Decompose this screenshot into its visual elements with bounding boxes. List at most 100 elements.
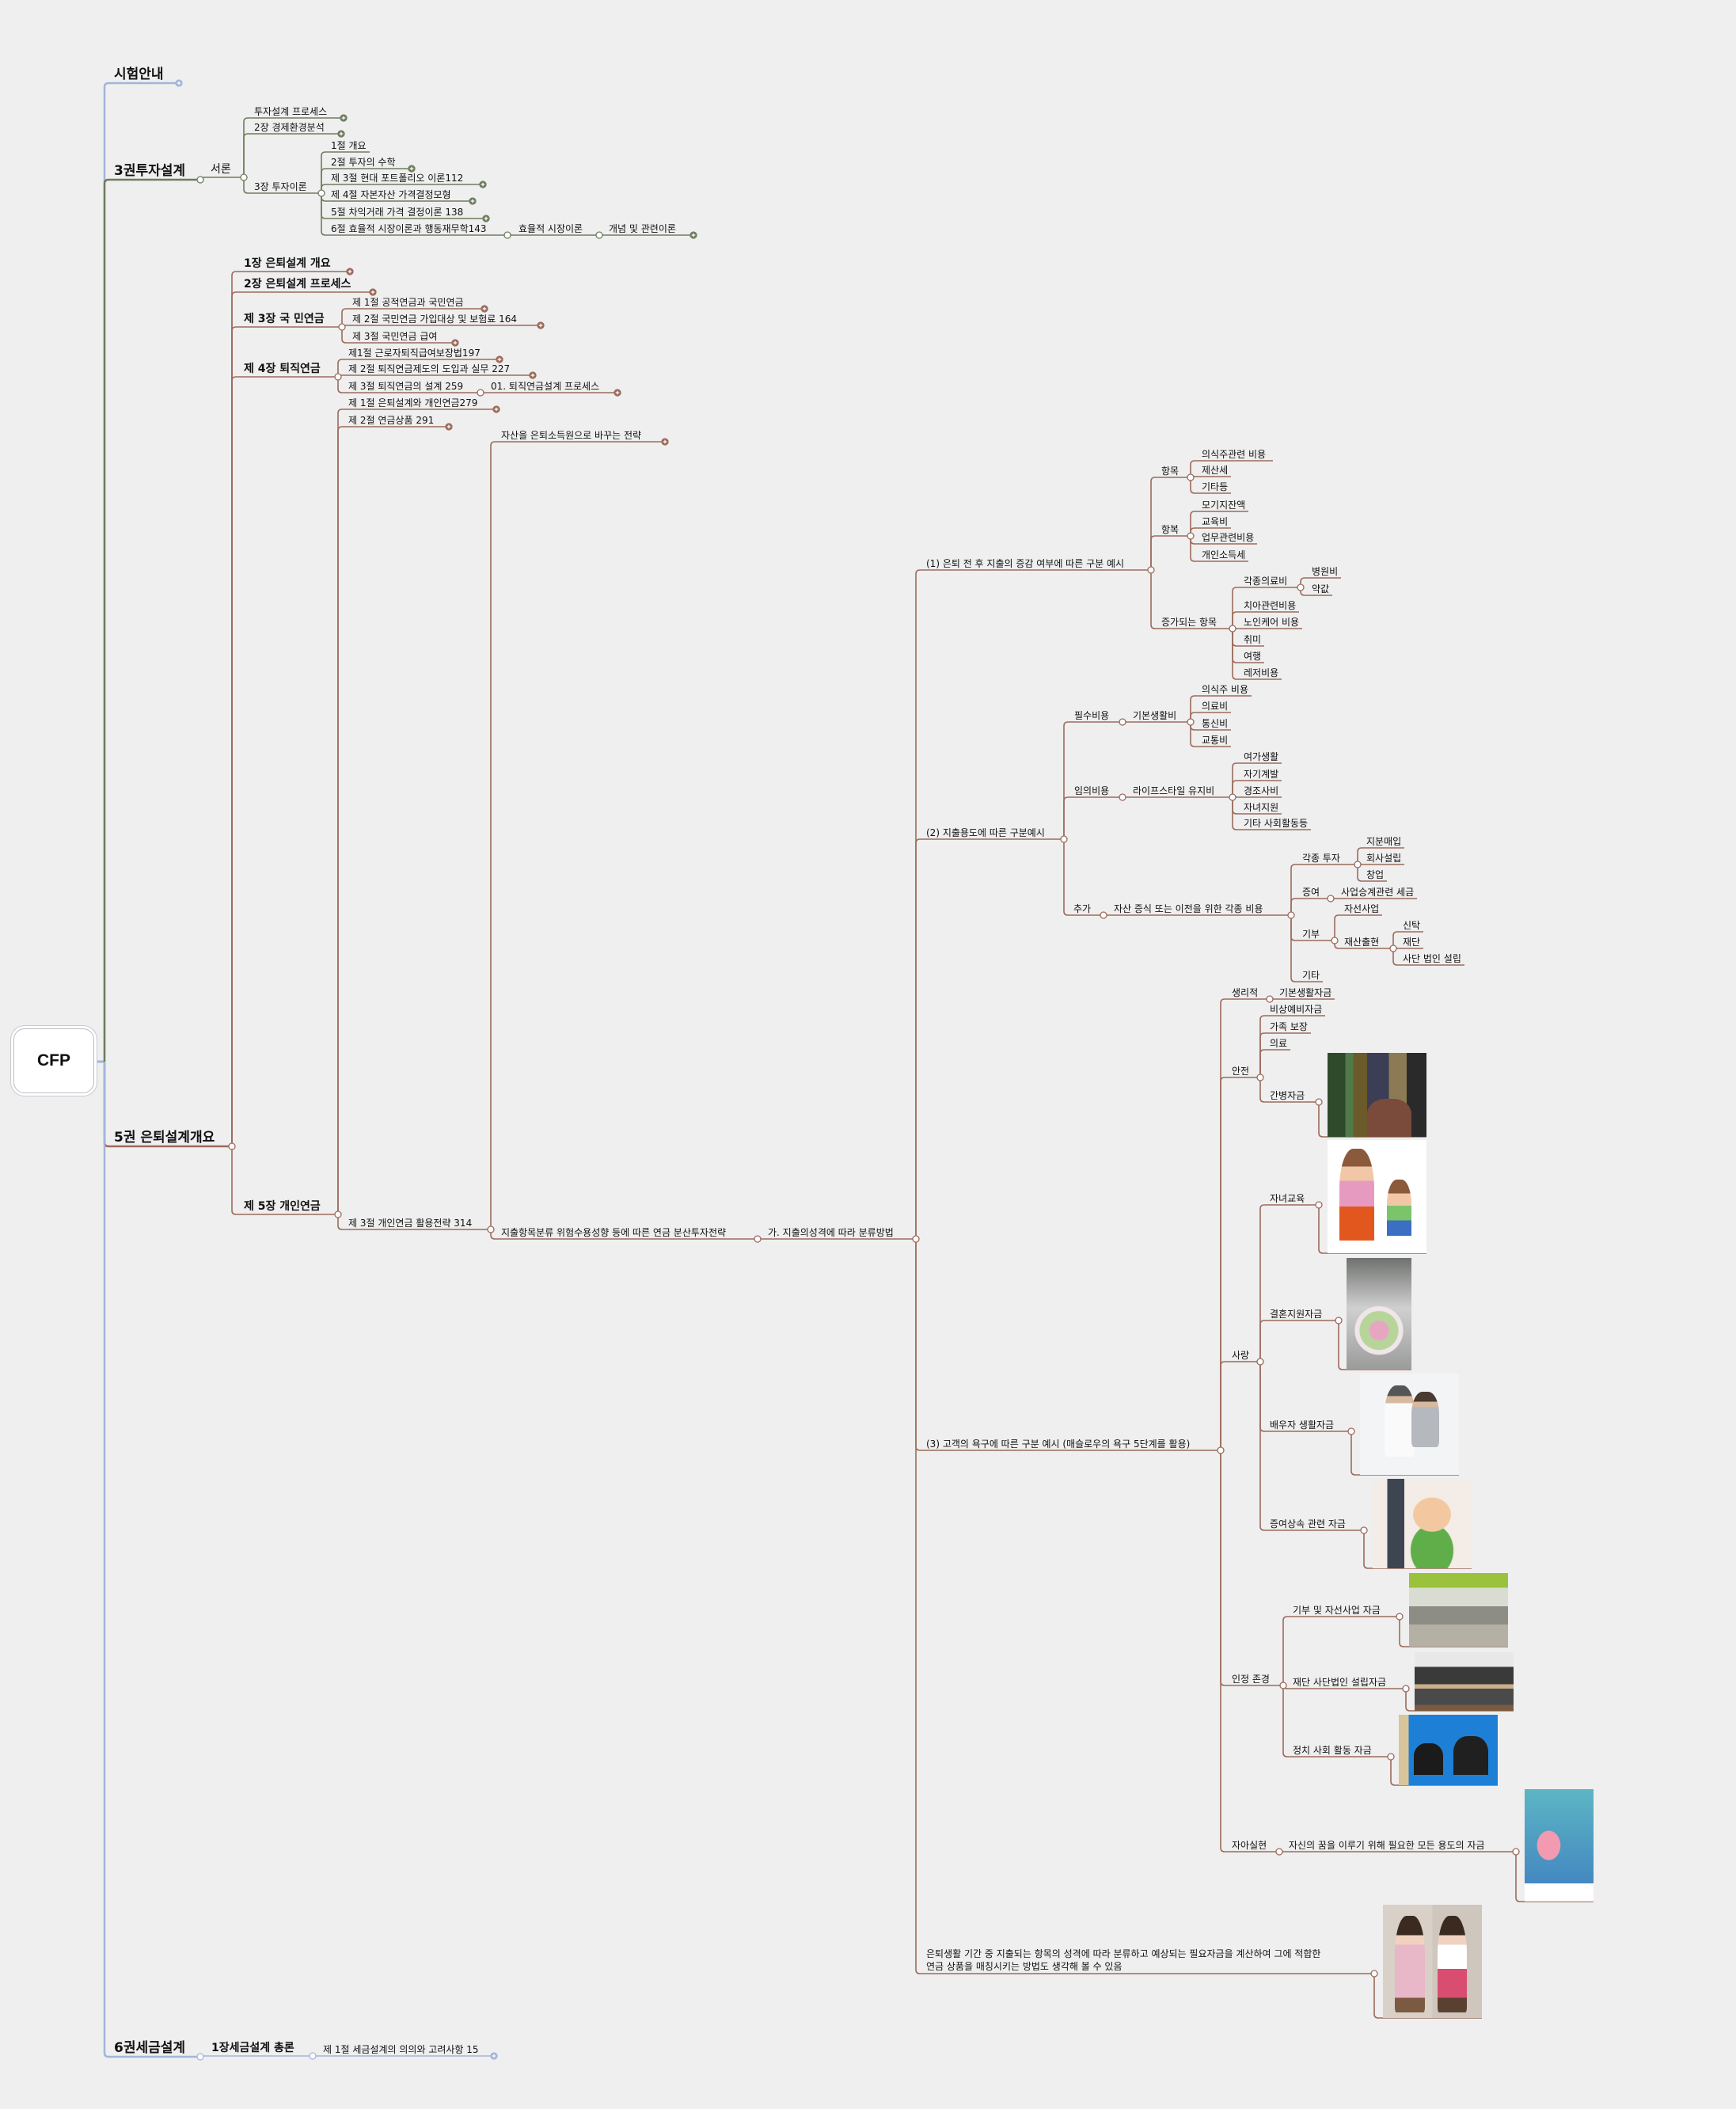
subtopic[interactable]: 자산을 은퇴소득원으로 바꾸는 전략 (501, 430, 642, 441)
chapter-topic[interactable]: 제 3장 국 민연금 (244, 313, 325, 325)
subtopic[interactable]: 지출항목분류 위험수용성향 등에 따른 연금 분산투자전략 (501, 1227, 727, 1238)
subtopic[interactable]: (3) 고객의 욕구에 따른 구분 예시 (매슬로우의 욕구 5단계를 활용) (926, 1438, 1191, 1450)
expand-plus-icon[interactable] (346, 268, 354, 276)
expand-plus-icon[interactable] (529, 371, 537, 379)
subtopic[interactable]: 제 3절 현대 포트폴리오 이론112 (331, 173, 464, 184)
subtopic[interactable]: 제 2절 퇴직연금제도의 도입과 실무 227 (348, 363, 511, 374)
subtopic[interactable]: 1절 개요 (331, 140, 367, 151)
subtopic[interactable]: 기본생활자금 (1279, 987, 1332, 998)
subtopic[interactable]: 치아관련비용 (1244, 600, 1297, 611)
subtopic[interactable]: 3장 투자이론 (254, 181, 307, 192)
subtopic[interactable]: 제 2절 연금상품 291 (348, 415, 435, 426)
subtopic[interactable]: 재산출현 (1344, 937, 1380, 948)
subtopic[interactable]: 병원비 (1312, 566, 1339, 577)
subtopic[interactable]: 가. 지출의성격에 따라 분류방법 (768, 1227, 894, 1238)
subtopic[interactable]: 업무관련비용 (1202, 532, 1255, 543)
subtopic[interactable]: 의료 (1270, 1038, 1288, 1049)
subtopic[interactable]: 통신비 (1202, 718, 1229, 729)
subtopic[interactable]: 약값 (1312, 583, 1330, 595)
subtopic[interactable]: 자기계발 (1244, 769, 1279, 780)
expand-plus-icon[interactable] (175, 79, 183, 87)
chapter-topic[interactable]: 제 4장 퇴직연금 (244, 363, 321, 375)
subtopic[interactable]: 각종의료비 (1244, 576, 1288, 587)
subtopic[interactable]: 인정 존경 (1232, 1674, 1270, 1685)
central-topic-cfp[interactable]: CFP (13, 1028, 94, 1093)
subtopic[interactable]: 항복 (1161, 524, 1179, 535)
expand-plus-icon[interactable] (451, 339, 459, 347)
subtopic[interactable]: 기타 사회활동등 (1244, 818, 1309, 829)
subtopic[interactable]: 제 3절 국민연금 급여 (352, 331, 438, 342)
expand-plus-icon[interactable] (408, 165, 416, 173)
subtopic[interactable]: 노인케어 비용 (1244, 617, 1300, 628)
subtopic[interactable]: 증여 (1302, 887, 1320, 898)
expand-plus-icon[interactable] (490, 2052, 498, 2060)
expand-plus-icon[interactable] (537, 321, 545, 329)
subtopic[interactable]: 여가생활 (1244, 751, 1279, 762)
subtopic[interactable]: 의료비 (1202, 701, 1229, 712)
subtopic[interactable]: 경조사비 (1244, 785, 1279, 796)
subtopic[interactable]: (1) 은퇴 전 후 지출의 증감 여부에 따른 구분 예시 (926, 558, 1125, 569)
subtopic[interactable]: 임의비용 (1074, 785, 1110, 796)
subtopic[interactable]: 가족 보장 (1270, 1021, 1308, 1032)
subtopic[interactable]: 2장 경제환경분석 (254, 122, 325, 133)
main-branch-topic[interactable]: 5권 은퇴설계개요 (114, 1130, 215, 1146)
subtopic[interactable]: 창업 (1366, 869, 1385, 880)
subtopic[interactable]: 5절 차익거래 가격 결정이론 138 (331, 207, 464, 218)
subtopic[interactable]: 정치 사회 활동 자금 (1293, 1745, 1372, 1756)
subtopic[interactable]: 항목 (1161, 466, 1179, 477)
subtopic[interactable]: 의식주 비용 (1202, 684, 1249, 695)
subtopic[interactable]: 재단 사단법인 설립자금 (1293, 1677, 1387, 1688)
subtopic[interactable]: 자선사업 (1344, 903, 1380, 914)
subtopic[interactable]: 취미 (1244, 634, 1262, 645)
subtopic[interactable]: 비상예비자금 (1270, 1004, 1323, 1015)
subtopic[interactable]: 사랑 (1232, 1350, 1250, 1361)
subtopic[interactable]: 자산 증식 또는 이전을 위한 각종 비용 (1114, 903, 1263, 914)
subtopic[interactable]: 기부 및 자선사업 자금 (1293, 1605, 1381, 1616)
subtopic[interactable]: 기부 (1302, 929, 1320, 940)
subtopic[interactable]: 의식주관련 비용 (1202, 449, 1267, 460)
subtopic[interactable]: (2) 지출용도에 따른 구분예시 (926, 827, 1045, 838)
subtopic[interactable]: 자신의 꿈을 이루기 위해 필요한 모든 용도의 자금 (1289, 1840, 1485, 1851)
subtopic[interactable]: 기본생활비 (1133, 710, 1177, 721)
expand-plus-icon[interactable] (481, 305, 488, 313)
expand-plus-icon[interactable] (337, 130, 345, 138)
chapter-topic[interactable]: 1장 은퇴설계 개요 (244, 257, 331, 270)
subtopic[interactable]: 2절 투자의 수학 (331, 157, 396, 168)
expand-plus-icon[interactable] (445, 423, 453, 431)
subtopic[interactable]: 제 2절 국민연금 가입대상 및 보험료 164 (352, 314, 517, 325)
subtopic[interactable]: 필수비용 (1074, 710, 1110, 721)
subtopic[interactable]: 효율적 시장이론 (519, 223, 583, 234)
subtopic[interactable]: 회사설립 (1366, 853, 1402, 864)
main-branch-topic[interactable]: 6권세금설계 (114, 2040, 186, 2056)
subtopic[interactable]: 신탁 (1403, 920, 1421, 931)
subtopic[interactable]: 서론 (211, 163, 231, 176)
subtopic[interactable]: 제 3절 퇴직연금의 설계 259 (348, 381, 464, 392)
subtopic[interactable]: 사업승계관련 세금 (1341, 887, 1415, 898)
subtopic[interactable]: 자녀교육 (1270, 1193, 1305, 1204)
subtopic[interactable]: 자아실현 (1232, 1840, 1267, 1851)
subtopic[interactable]: 증여상속 관련 자금 (1270, 1518, 1346, 1530)
expand-plus-icon[interactable] (496, 355, 503, 363)
subtopic[interactable]: 기타등 (1202, 481, 1229, 492)
subtopic[interactable]: 모기지잔액 (1202, 500, 1246, 511)
subtopic[interactable]: 레저비용 (1244, 667, 1279, 678)
subtopic[interactable]: 제 1절 은퇴설계와 개인연금279 (348, 397, 478, 408)
subtopic[interactable]: 간병자금 (1270, 1090, 1305, 1101)
subtopic[interactable]: 기타 (1302, 970, 1320, 981)
subtopic[interactable]: 교육비 (1202, 516, 1229, 527)
expand-plus-icon[interactable] (340, 114, 348, 122)
chapter-topic[interactable]: 제 5장 개인연금 (244, 1200, 321, 1213)
subtopic[interactable]: 증가되는 항목 (1161, 617, 1217, 628)
subtopic[interactable]: 01. 퇴직연금설계 프로세스 (491, 381, 600, 392)
expand-plus-icon[interactable] (479, 180, 487, 188)
note-topic[interactable]: 은퇴생활 기간 중 지출되는 항목의 성격에 따라 분류하고 예상되는 필요자금… (926, 1948, 1321, 1973)
subtopic[interactable]: 생리적 (1232, 987, 1259, 998)
subtopic[interactable]: 교통비 (1202, 735, 1229, 746)
main-branch-topic[interactable]: 3권투자설계 (114, 163, 186, 179)
expand-plus-icon[interactable] (492, 405, 500, 413)
subtopic[interactable]: 제1절 근로자퇴직급여보장법197 (348, 348, 481, 359)
subtopic[interactable]: 추가 (1073, 903, 1092, 914)
subtopic[interactable]: 개념 및 관련이론 (609, 223, 676, 234)
subtopic[interactable]: 결혼지원자금 (1270, 1309, 1323, 1320)
subtopic[interactable]: 사단 법인 설립 (1403, 953, 1461, 964)
